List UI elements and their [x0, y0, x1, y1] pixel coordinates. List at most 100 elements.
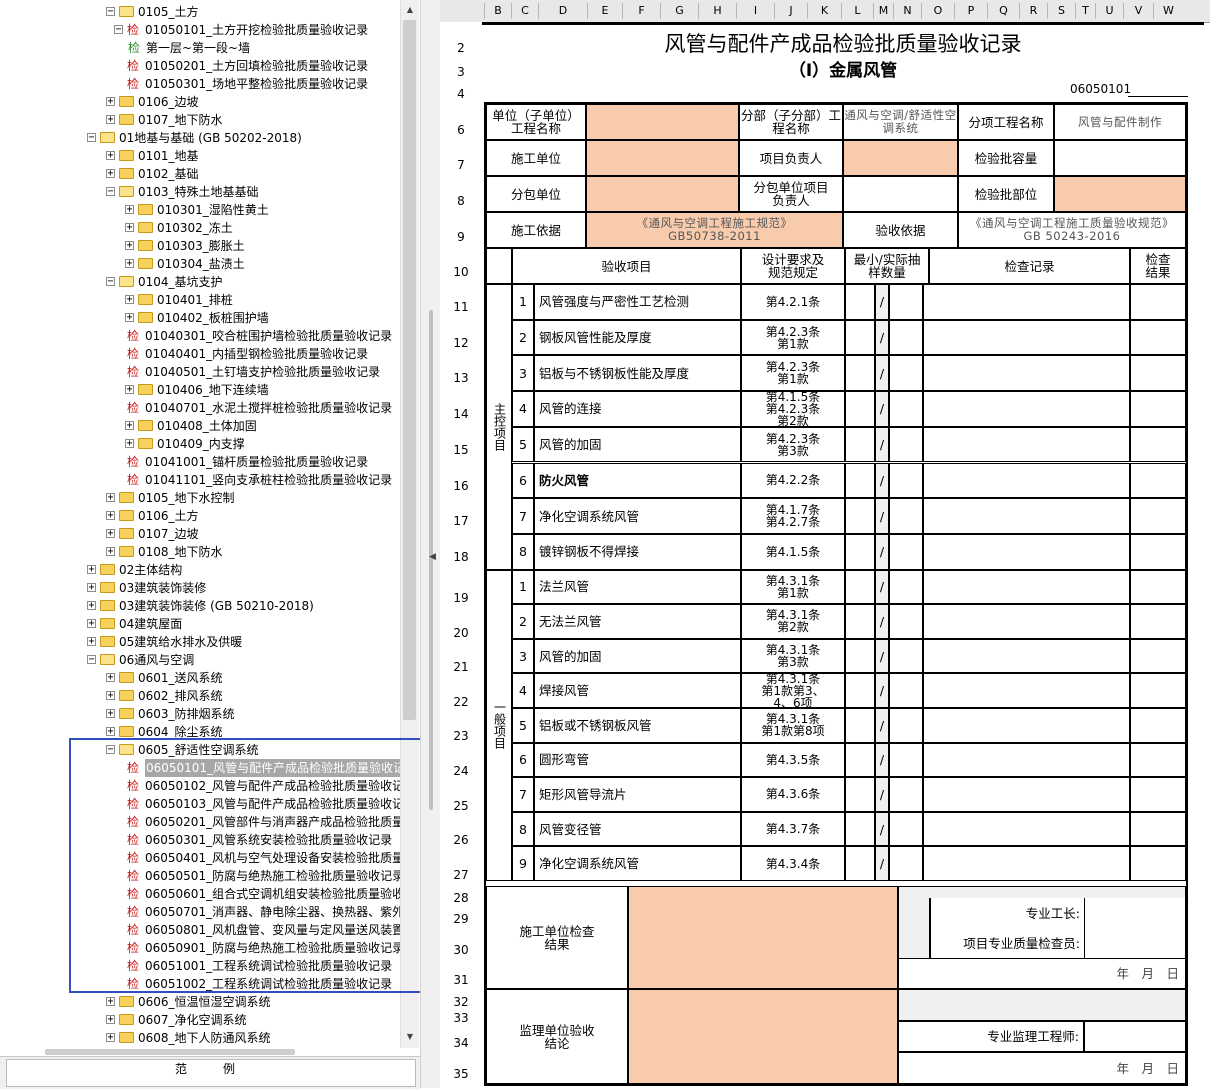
- tree-record-label[interactable]: 06050501_防腐与绝热施工检验批质量验收记录（: [145, 869, 417, 883]
- expand-toggle-icon[interactable]: +: [106, 528, 115, 539]
- tree-node-label[interactable]: 0107_地下防水: [138, 113, 223, 127]
- tree-node-label[interactable]: 0105_地下水控制: [138, 491, 235, 505]
- column-header[interactable]: F: [622, 3, 660, 19]
- collapse-toggle-icon[interactable]: −: [106, 6, 115, 17]
- tree-node[interactable]: +010301_湿陷性黄土: [0, 201, 400, 219]
- main-item-min[interactable]: [845, 426, 875, 463]
- column-header[interactable]: M: [873, 3, 893, 19]
- column-header[interactable]: P: [954, 3, 987, 19]
- tree-node[interactable]: +010402_板桩围护墙: [0, 309, 400, 327]
- tree-node-label[interactable]: 0101_地基: [138, 149, 199, 163]
- expand-toggle-icon[interactable]: +: [125, 204, 134, 215]
- row-header[interactable]: 7: [457, 158, 465, 172]
- tree-node-label[interactable]: 0606_恒温恒湿空调系统: [138, 995, 271, 1009]
- row-header[interactable]: 9: [457, 230, 465, 244]
- tree-node[interactable]: +0107_地下防水: [0, 111, 400, 129]
- tree-node[interactable]: +0102_基础: [0, 165, 400, 183]
- scroll-down-arrow-icon[interactable]: ▼: [406, 1032, 414, 1041]
- expand-toggle-icon[interactable]: +: [106, 510, 115, 521]
- contractor-date[interactable]: 年 月 日: [898, 958, 1186, 989]
- general-item-result[interactable]: [1130, 846, 1186, 881]
- expand-toggle-icon[interactable]: +: [87, 600, 96, 611]
- expand-toggle-icon[interactable]: +: [106, 996, 115, 1007]
- contractor-result-field[interactable]: [628, 886, 898, 989]
- foreman-field[interactable]: [1084, 898, 1186, 928]
- row-header[interactable]: 20: [453, 626, 469, 640]
- basis-field[interactable]: 《通风与空调工程施工规范》GB50738-2011: [586, 212, 843, 248]
- panel-splitter[interactable]: ◀: [420, 0, 441, 1088]
- tree-node-label[interactable]: 010401_排桩: [157, 293, 233, 307]
- unit-field[interactable]: [586, 104, 739, 140]
- tree-node[interactable]: +0106_边坡: [0, 93, 400, 111]
- main-item-result[interactable]: [1130, 498, 1186, 534]
- general-item-min[interactable]: [845, 569, 875, 605]
- tree-record-label[interactable]: 01050301_场地平整检验批质量验收记录: [145, 77, 369, 91]
- expand-toggle-icon[interactable]: +: [125, 258, 134, 269]
- tree-node-label[interactable]: 0106_土方: [138, 509, 199, 523]
- main-item-actual[interactable]: [889, 355, 923, 392]
- row-header[interactable]: 14: [453, 407, 469, 421]
- column-header[interactable]: K: [807, 3, 841, 19]
- tree-node[interactable]: +0101_地基: [0, 147, 400, 165]
- row-header[interactable]: 12: [453, 336, 469, 350]
- supervisor-result-field[interactable]: [628, 989, 898, 1084]
- row-header[interactable]: 29: [453, 912, 469, 926]
- expand-toggle-icon[interactable]: +: [87, 564, 96, 575]
- general-item-min[interactable]: [845, 742, 875, 778]
- main-item-result[interactable]: [1130, 355, 1186, 392]
- general-item-min[interactable]: [845, 638, 875, 674]
- tree-record-label[interactable]: 01040301_咬合桩围护墙检验批质量验收记录: [145, 329, 393, 343]
- expand-toggle-icon[interactable]: +: [106, 690, 115, 701]
- row-header[interactable]: 13: [453, 371, 469, 385]
- row-header[interactable]: 22: [453, 695, 469, 709]
- main-item-actual[interactable]: [889, 533, 923, 570]
- tree-record-label[interactable]: 01040501_土钉墙支护检验批质量验收记录: [145, 365, 381, 379]
- general-item-actual[interactable]: [889, 742, 923, 778]
- tree-node-label[interactable]: 03建筑装饰装修: [119, 581, 207, 595]
- main-item-result[interactable]: [1130, 284, 1186, 320]
- main-item-record[interactable]: [923, 498, 1130, 534]
- row-header[interactable]: 4: [457, 87, 465, 101]
- column-header[interactable]: V: [1123, 3, 1153, 19]
- tree-record-label[interactable]: 06050601_组合式空调机组安装检验批质量验收记: [145, 887, 417, 901]
- row-header[interactable]: 6: [457, 123, 465, 137]
- tree-node[interactable]: +05建筑给水排水及供暖: [0, 633, 400, 651]
- general-item-record[interactable]: [923, 604, 1130, 639]
- collapse-arrow-icon[interactable]: ◀: [429, 552, 436, 562]
- tree-node[interactable]: +03建筑装饰装修: [0, 579, 400, 597]
- tree-node-label[interactable]: 0107_边坡: [138, 527, 199, 541]
- row-header[interactable]: 25: [453, 799, 469, 813]
- general-item-record[interactable]: [923, 742, 1130, 778]
- tree-node[interactable]: +010303_膨胀土: [0, 237, 400, 255]
- tree-record-label[interactable]: 06050401_风机与空气处理设备安装检验批质量验: [145, 851, 417, 865]
- expand-toggle-icon[interactable]: +: [106, 672, 115, 683]
- tree-node[interactable]: +0607_净化空调系统: [0, 1011, 400, 1029]
- tree-record-label[interactable]: 06050701_消声器、静电除尘器、换热器、紫外线: [145, 905, 417, 919]
- tree-record-label[interactable]: 01050101_土方开挖检验批质量验收记录: [145, 23, 369, 37]
- inspector-field[interactable]: [1084, 928, 1186, 958]
- tree-node-label[interactable]: 010409_内支撑: [157, 437, 245, 451]
- tree-node[interactable]: +0608_地下人防通风系统: [0, 1029, 400, 1047]
- expand-toggle-icon[interactable]: +: [87, 636, 96, 647]
- column-header[interactable]: J: [774, 3, 807, 19]
- tree-node[interactable]: +010304_盐渍土: [0, 255, 400, 273]
- general-item-record[interactable]: [923, 846, 1130, 881]
- main-item-result[interactable]: [1130, 319, 1186, 356]
- row-header[interactable]: 34: [453, 1036, 469, 1050]
- general-item-result[interactable]: [1130, 604, 1186, 639]
- collapse-toggle-icon[interactable]: −: [106, 276, 115, 287]
- tree-record-label[interactable]: 06050901_防腐与绝热施工检验批质量验收记录（: [145, 941, 417, 955]
- column-header[interactable]: U: [1095, 3, 1123, 19]
- column-header[interactable]: O: [921, 3, 954, 19]
- general-item-min[interactable]: [845, 846, 875, 881]
- row-header[interactable]: 27: [453, 868, 469, 882]
- general-item-record[interactable]: [923, 638, 1130, 674]
- column-header[interactable]: N: [893, 3, 921, 19]
- row-header[interactable]: 3: [457, 65, 465, 79]
- tree-vertical-scrollbar[interactable]: ▲ ▼: [400, 0, 419, 1048]
- column-header[interactable]: S: [1047, 3, 1075, 19]
